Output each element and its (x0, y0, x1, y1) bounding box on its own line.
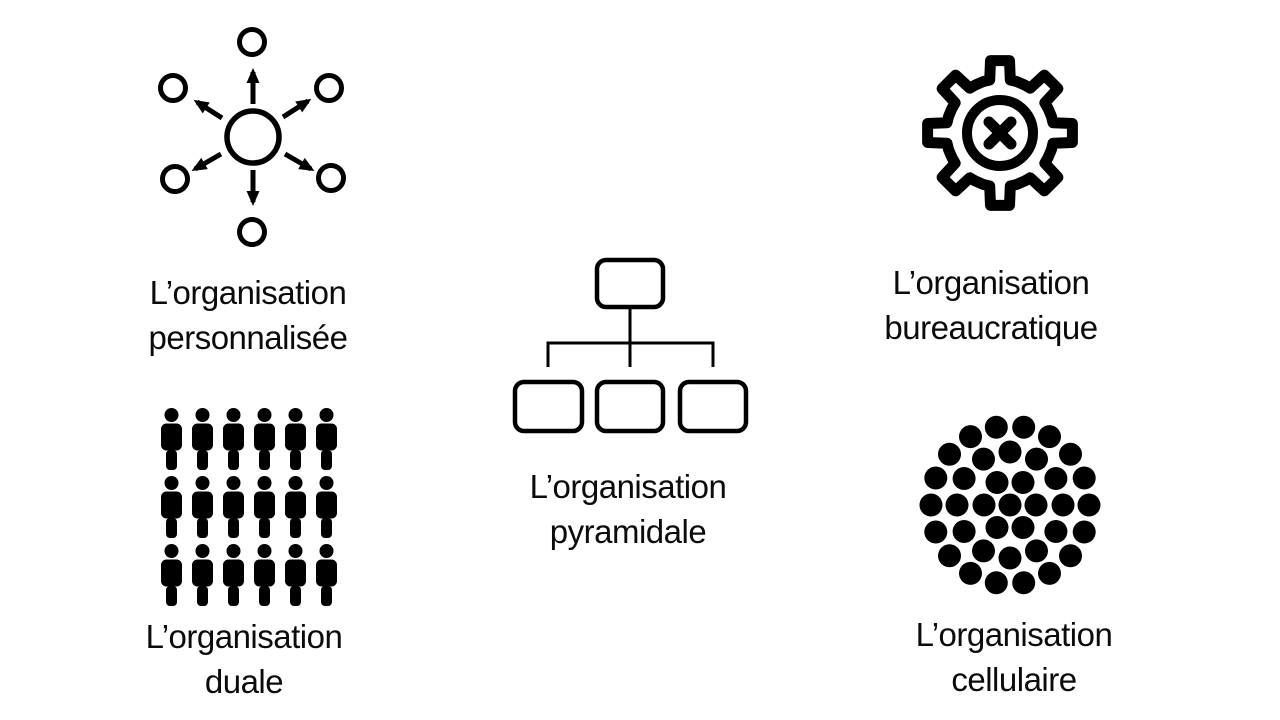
org-chart-icon (512, 257, 749, 434)
org-chart-top-box (594, 257, 666, 310)
label-organisation-pyramidale: L’organisation pyramidale (458, 464, 798, 554)
dot-cluster-icon (919, 415, 1101, 595)
x-mark-icon (983, 116, 1017, 150)
label-line: L’organisation (145, 618, 343, 655)
cell-dots (919, 415, 1101, 595)
label-line: pyramidale (549, 513, 707, 550)
hub-center-circle (224, 108, 282, 166)
spoke-node (158, 73, 188, 103)
org-chart-connectors (546, 307, 715, 367)
label-line: L’organisation (892, 264, 1090, 301)
spoke-arrows (191, 68, 315, 206)
spoke-node (314, 73, 344, 103)
org-chart-child-box (512, 379, 585, 434)
label-line: L’organisation (529, 468, 727, 505)
label-organisation-bureaucratique: L’organisation bureaucratique (821, 260, 1161, 350)
org-chart-child-box (594, 379, 666, 434)
spoke-node (237, 27, 267, 57)
org-chart-child-box (677, 379, 749, 434)
label-line: duale (204, 663, 284, 700)
spoke-node (160, 164, 190, 194)
hub-network-icon (158, 27, 346, 247)
gear-hub-ring (962, 95, 1038, 171)
people-grid-icon (161, 408, 337, 606)
label-line: L’organisation (149, 274, 347, 311)
spoke-node (237, 217, 267, 247)
label-organisation-duale: L’organisation duale (74, 614, 414, 704)
person-icons (161, 408, 337, 606)
label-line: bureaucratique (884, 309, 1098, 346)
gear-x-icon (922, 55, 1078, 211)
label-line: L’organisation (915, 616, 1113, 653)
label-line: cellulaire (951, 661, 1077, 698)
label-line: personnalisée (148, 319, 348, 356)
label-organisation-cellulaire: L’organisation cellulaire (844, 612, 1184, 702)
spoke-node (316, 163, 346, 193)
label-organisation-personnalisee: L’organisation personnalisée (78, 270, 418, 360)
